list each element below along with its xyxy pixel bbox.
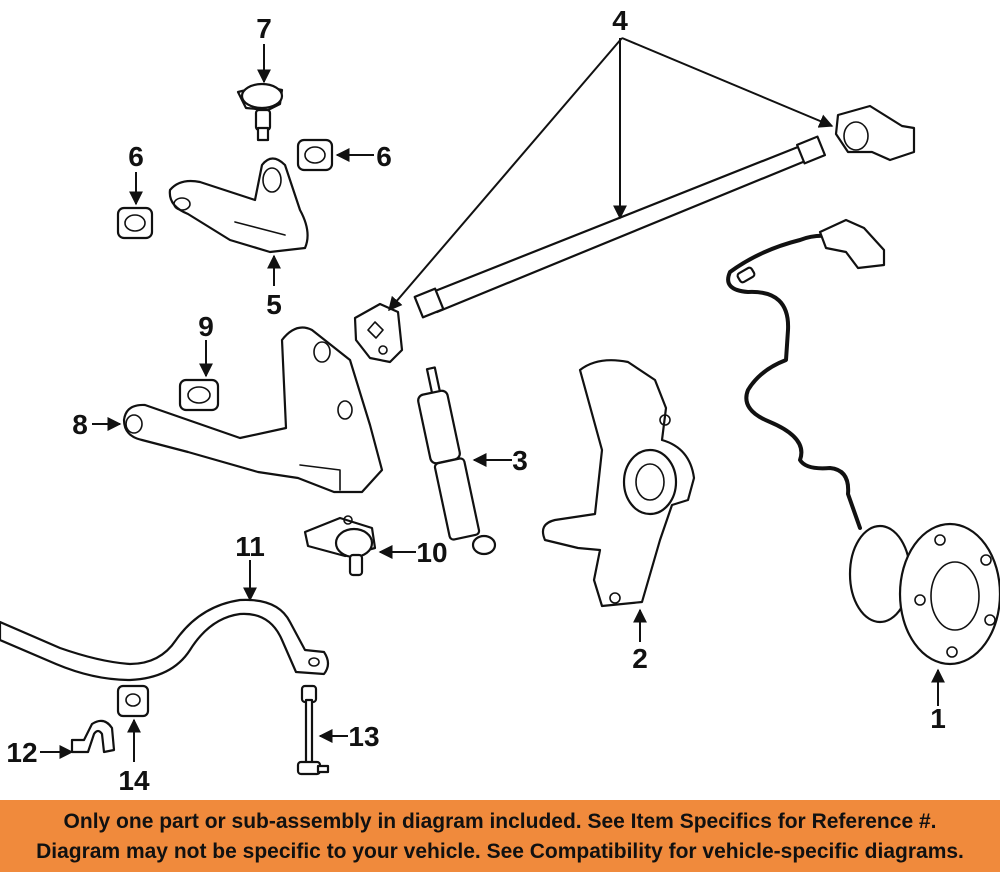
upper-control-arm (168, 157, 309, 254)
callout-12: 12 (6, 737, 37, 768)
callout-numbers: 7 6 6 5 4 9 8 3 10 2 1 11 13 12 14 (6, 5, 945, 796)
callout-10: 10 (416, 537, 447, 568)
leader-lines (40, 37, 945, 762)
wheel-hub (848, 522, 1000, 666)
callout-13: 13 (348, 721, 379, 752)
torsion-bar-key (834, 104, 916, 162)
bushing-clamp (70, 719, 116, 754)
notice-banner: Only one part or sub-assembly in diagram… (0, 800, 1000, 872)
bushing-left (116, 206, 154, 240)
torsion-bar-adjuster (353, 302, 404, 364)
parts-diagram: 7 6 6 5 4 9 8 3 10 2 1 11 13 12 14 (0, 5, 1000, 796)
callout-11: 11 (235, 531, 265, 562)
stabilizer-link (296, 684, 330, 776)
notice-line-1: Only one part or sub-assembly in diagram… (63, 810, 937, 833)
stabilizer-bar (0, 598, 330, 682)
callout-8: 8 (72, 409, 88, 440)
lower-control-arm (122, 326, 384, 494)
stabilizer-bushing (116, 684, 150, 718)
callout-14: 14 (118, 765, 150, 796)
bushing-right (296, 138, 334, 172)
callout-6-left: 6 (128, 141, 144, 172)
lower-ball-joint (303, 515, 377, 577)
abs-sensor-wire (726, 218, 886, 530)
steering-knuckle (541, 359, 696, 608)
callout-6-right: 6 (376, 141, 392, 172)
callout-7: 7 (256, 13, 272, 44)
shock-absorber (417, 366, 497, 556)
callout-3: 3 (512, 445, 528, 476)
callout-1: 1 (930, 703, 946, 734)
callout-9: 9 (198, 311, 214, 342)
upper-ball-joint (236, 82, 284, 142)
callout-2: 2 (632, 643, 648, 674)
lower-arm-bushing (178, 378, 220, 412)
callout-4: 4 (612, 5, 628, 36)
torsion-bar (413, 135, 827, 319)
callout-5: 5 (266, 289, 282, 320)
notice-line-2: Diagram may not be specific to your vehi… (36, 840, 964, 863)
